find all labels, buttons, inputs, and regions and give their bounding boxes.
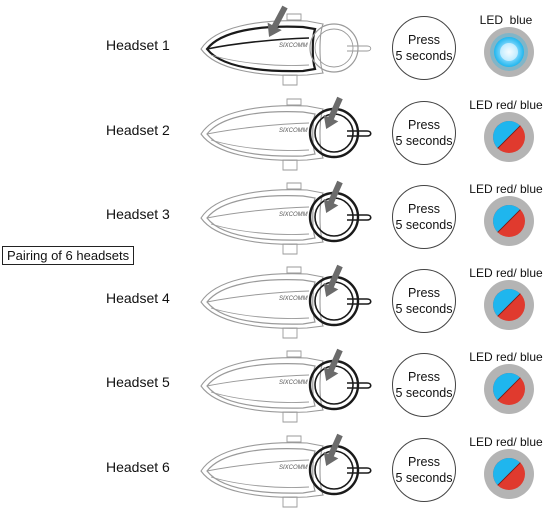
duration-text: 5 seconds (395, 49, 453, 63)
press-arrow-icon (323, 433, 343, 467)
headset-row: Headset 1 SIXCOMM Press 5 seconds LED blue (0, 5, 550, 89)
svg-text:SIXCOMM: SIXCOMM (279, 128, 308, 134)
headset-device-icon: SIXCOMM (197, 5, 379, 89)
svg-text:SIXCOMM: SIXCOMM (279, 465, 308, 471)
headset-row: Headset 3 SIXCOMM Press 5 seconds LED red/… (0, 174, 550, 258)
press-text: Press (408, 202, 440, 216)
headset-label: Headset 2 (106, 122, 170, 138)
press-text: Press (408, 118, 440, 132)
press-text: Press (408, 33, 440, 47)
headset-device-icon: SIXCOMM (197, 258, 379, 342)
duration-text: 5 seconds (395, 134, 453, 148)
headset-outline-icon: SIXCOMM (200, 13, 324, 86)
headset-label: Headset 5 (106, 374, 170, 390)
headset-row: Headset 4 SIXCOMM Press 5 seconds LED red/… (0, 258, 550, 342)
headset-label: Headset 3 (106, 206, 170, 222)
svg-text:SIXCOMM: SIXCOMM (279, 296, 308, 302)
headset-outline-icon: SIXCOMM (200, 435, 324, 508)
press-instruction: Press 5 seconds (392, 438, 456, 502)
led-label: LED red/ blue (469, 182, 543, 196)
press-text: Press (408, 455, 440, 469)
control-knob-icon (308, 107, 372, 159)
headset-device-icon: SIXCOMM (197, 427, 379, 511)
svg-text:SIXCOMM: SIXCOMM (279, 380, 308, 386)
duration-text: 5 seconds (395, 218, 453, 232)
duration-text: 5 seconds (395, 471, 453, 485)
duration-text: 5 seconds (395, 302, 453, 316)
headset-device-icon: SIXCOMM (197, 342, 379, 426)
led-red-blue-icon (484, 364, 534, 414)
led-red-blue-icon (484, 449, 534, 499)
press-arrow-icon (267, 5, 288, 38)
led-label: LED red/ blue (469, 98, 543, 112)
control-knob-icon (308, 275, 372, 327)
press-instruction: Press 5 seconds (392, 16, 456, 80)
press-text: Press (408, 286, 440, 300)
control-knob-icon (308, 444, 372, 496)
pairing-label: Pairing of 6 headsets (2, 246, 135, 265)
headset-label: Headset 6 (106, 459, 170, 475)
led-red-blue-icon (484, 196, 534, 246)
press-instruction: Press 5 seconds (392, 101, 456, 165)
press-arrow-icon (323, 348, 343, 382)
headset-outline-icon: SIXCOMM (200, 350, 324, 423)
control-knob-icon (309, 23, 372, 73)
led-label: LED red/ blue (469, 266, 543, 280)
headset-device-icon: SIXCOMM (197, 90, 379, 174)
headset-label: Headset 1 (106, 37, 170, 53)
headset-label: Headset 4 (106, 290, 170, 306)
led-blue-icon (484, 27, 534, 77)
headset-row: Headset 6 SIXCOMM Press 5 seconds LED red/… (0, 427, 550, 511)
headset-outline-icon: SIXCOMM (200, 266, 324, 339)
headset-device-icon: SIXCOMM (197, 174, 379, 258)
led-red-blue-icon (484, 280, 534, 330)
press-arrow-icon (323, 96, 343, 130)
headset-row: Headset 5 SIXCOMM Press 5 seconds LED red/… (0, 342, 550, 426)
headset-outline-icon: SIXCOMM (200, 182, 324, 255)
control-knob-icon (308, 359, 372, 411)
headset-outline-icon: SIXCOMM (200, 98, 324, 171)
press-arrow-icon (323, 180, 343, 214)
led-label: LED red/ blue (469, 435, 543, 449)
press-instruction: Press 5 seconds (392, 269, 456, 333)
control-knob-icon (308, 191, 372, 243)
press-instruction: Press 5 seconds (392, 353, 456, 417)
svg-text:SIXCOMM: SIXCOMM (279, 43, 308, 49)
press-arrow-icon (323, 264, 343, 298)
press-text: Press (408, 370, 440, 384)
led-label: LED blue (479, 13, 533, 27)
headset-row: Headset 2 SIXCOMM Press 5 seconds LED red/… (0, 90, 550, 174)
duration-text: 5 seconds (395, 386, 453, 400)
led-red-blue-icon (484, 112, 534, 162)
press-instruction: Press 5 seconds (392, 185, 456, 249)
svg-text:SIXCOMM: SIXCOMM (279, 212, 308, 218)
led-label: LED red/ blue (469, 350, 543, 364)
